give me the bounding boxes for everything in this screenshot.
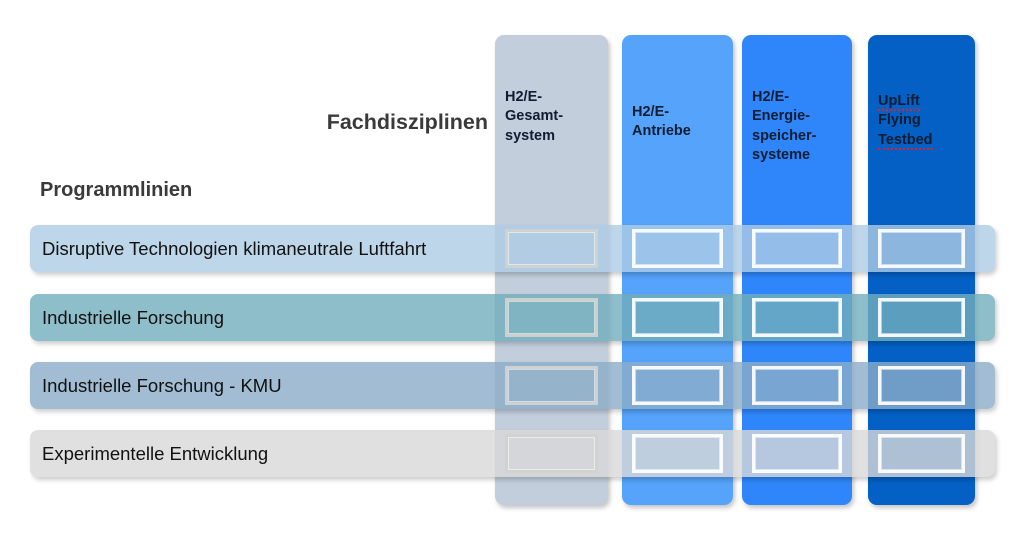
matrix-cell-r0-c2[interactable] (752, 229, 842, 268)
row-bar-industrielle-forschung[interactable] (30, 294, 995, 341)
column-label-h2e-energiespeichersysteme: H2/E-Energie-speicher-systeme (752, 89, 817, 163)
matrix-cell-r1-c0[interactable] (505, 298, 598, 337)
matrix-cell-r2-c3[interactable] (878, 366, 965, 405)
row-bar-experimentelle-entwicklung[interactable] (30, 430, 995, 477)
matrix-cell-r3-c0[interactable] (505, 434, 598, 473)
column-label-h2e-gesamtsystem: H2/E-Gesamt-system (505, 89, 564, 144)
matrix-cell-r1-c2[interactable] (752, 298, 842, 337)
columns-axis-heading: Fachdisziplinen (326, 110, 488, 134)
matrix-cell-r2-c0[interactable] (505, 366, 598, 405)
rows-axis-heading: Programmlinien (40, 179, 193, 201)
matrix-cell-r0-c0[interactable] (505, 229, 598, 268)
matrix-cell-r2-c2[interactable] (752, 366, 842, 405)
matrix-cell-r0-c1[interactable] (632, 229, 723, 268)
row-label-disruptive-technologien-klimaneutrale-luftfahrt: Disruptive Technologien klimaneutrale Lu… (42, 238, 427, 259)
column-label-h2e-antriebe: H2/E-Antriebe (632, 104, 691, 140)
matrix-cell-r1-c1[interactable] (632, 298, 723, 337)
row-label-experimentelle-entwicklung: Experimentelle Entwicklung (42, 443, 269, 464)
row-bar-disruptive-technologien-klimaneutrale-luftfahrt[interactable] (30, 225, 995, 272)
matrix-cell-r3-c1[interactable] (632, 434, 723, 473)
matrix-cell-r3-c3[interactable] (878, 434, 965, 473)
matrix-cell-r2-c1[interactable] (632, 366, 723, 405)
matrix-cell-r0-c3[interactable] (878, 229, 965, 268)
row-bar-industrielle-forschung-kmu[interactable] (30, 362, 995, 409)
matrix-cell-r3-c2[interactable] (752, 434, 842, 473)
matrix-cell-r1-c3[interactable] (878, 298, 965, 337)
row-label-industrielle-forschung-kmu: Industrielle Forschung - KMU (42, 375, 282, 396)
row-label-industrielle-forschung: Industrielle Forschung (42, 307, 225, 328)
